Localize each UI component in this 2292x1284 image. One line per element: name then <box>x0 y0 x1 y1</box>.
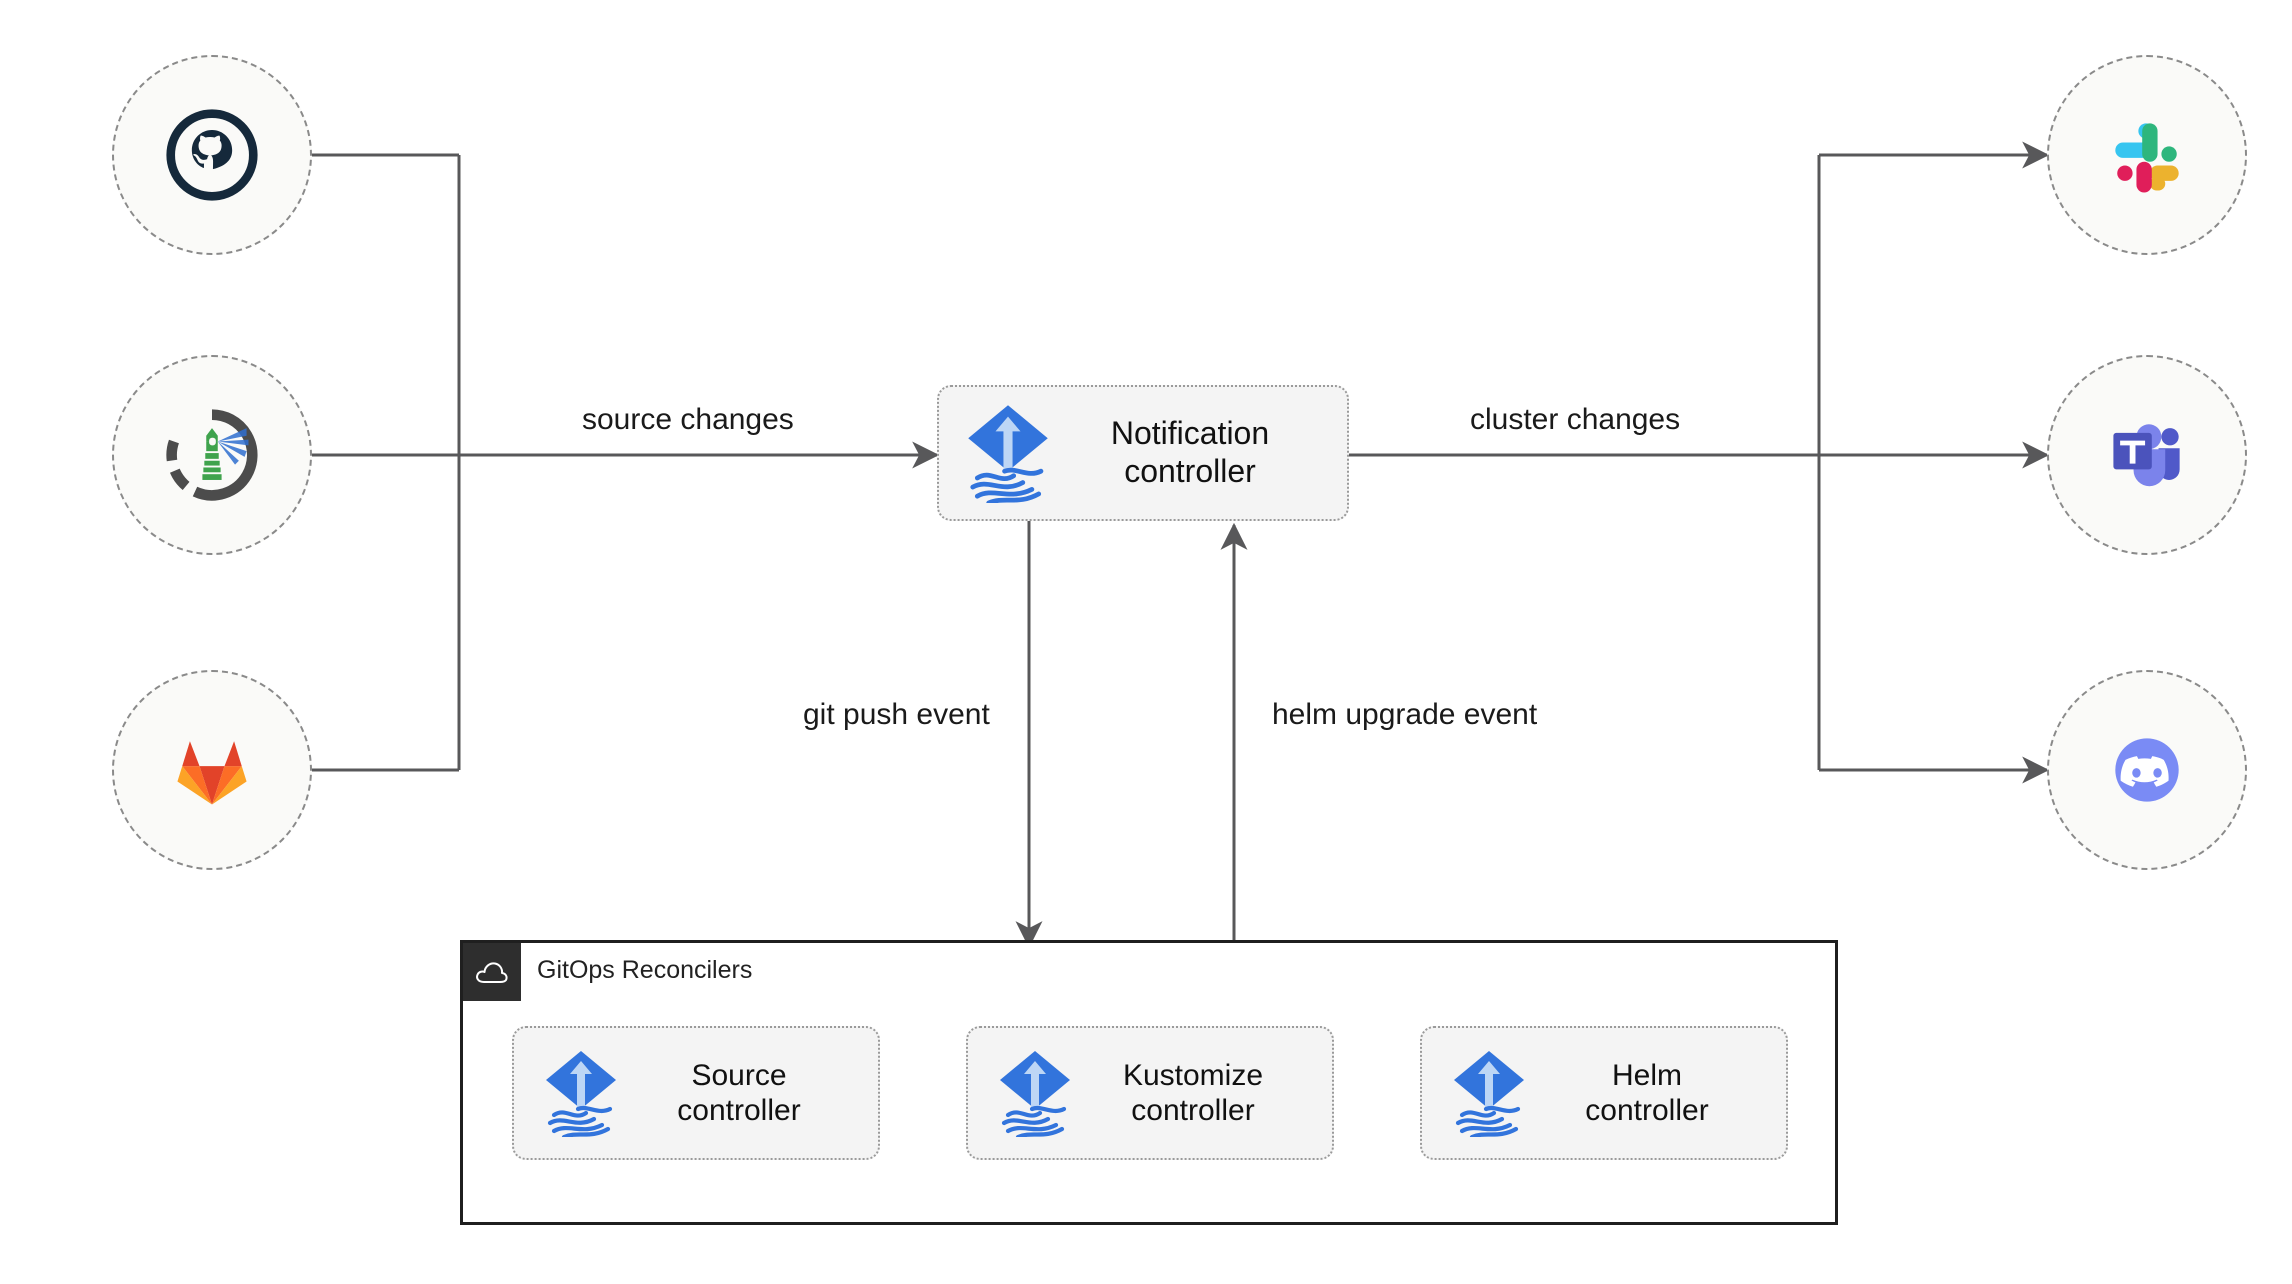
helm-controller-label: Helm controller <box>1585 1058 1709 1127</box>
kustomize-controller-label: Kustomize controller <box>1122 1058 1264 1127</box>
destination-node-microsoft-teams[interactable] <box>2047 355 2247 555</box>
edge-label-cluster-changes: cluster changes <box>1460 403 1691 437</box>
edge-label-git-push-event: git push event <box>793 698 1000 732</box>
destination-node-discord[interactable] <box>2047 670 2247 870</box>
slack-icon <box>2115 123 2179 193</box>
container-tab <box>463 943 521 1001</box>
edge-label-helm-upgrade-event: helm upgrade event <box>1262 698 1548 732</box>
flux-icon <box>1454 1051 1524 1137</box>
destination-node-slack[interactable] <box>2047 55 2247 255</box>
helm-controller-node[interactable]: Helm controller <box>1420 1026 1788 1160</box>
container-title: GitOps Reconcilers <box>537 956 753 984</box>
microsoft-teams-icon <box>2113 424 2180 487</box>
notification-controller-label: Notification controller <box>1110 415 1270 489</box>
flux-icon <box>546 1051 616 1137</box>
source-node-gitlab[interactable] <box>112 670 312 870</box>
kustomize-controller-node[interactable]: Kustomize controller <box>966 1026 1334 1160</box>
helm-icon <box>166 409 258 501</box>
gitlab-icon <box>177 741 247 805</box>
cloud-icon <box>476 962 508 983</box>
discord-icon <box>2115 738 2179 802</box>
source-node-helm[interactable] <box>112 355 312 555</box>
flux-icon <box>968 405 1048 503</box>
flux-icon <box>1000 1051 1070 1137</box>
github-icon <box>166 109 258 201</box>
source-controller-node[interactable]: Source controller <box>512 1026 880 1160</box>
source-node-github[interactable] <box>112 55 312 255</box>
source-controller-label: Source controller <box>677 1058 801 1127</box>
edge-label-source-changes: source changes <box>572 403 804 437</box>
notification-controller-node[interactable]: Notification controller <box>937 385 1349 521</box>
